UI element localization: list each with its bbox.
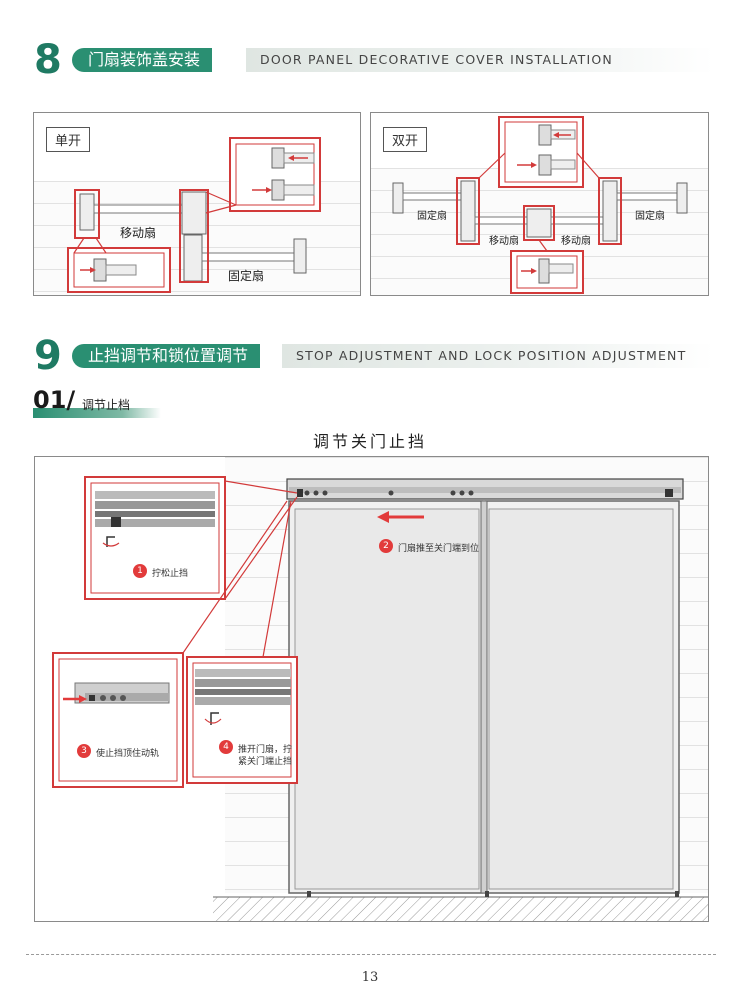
section-8-title-en: DOOR PANEL DECORATIVE COVER INSTALLATION bbox=[246, 48, 714, 72]
fixed-panel-label-right: 固定扇 bbox=[635, 211, 665, 222]
page-number: 13 bbox=[361, 970, 379, 985]
section-9-number: 9 bbox=[34, 333, 62, 379]
section-8-title: 门扇装饰盖安装 bbox=[72, 48, 213, 72]
moving-panel-label: 移动扇 bbox=[120, 226, 157, 240]
moving-panel-label-right: 移动扇 bbox=[561, 236, 591, 247]
figure-title: 调节关门止挡 bbox=[312, 432, 427, 451]
moving-panel-label-left: 移动扇 bbox=[489, 236, 519, 247]
step-4-badge: 4 bbox=[219, 740, 233, 754]
single-opening-drawing bbox=[67, 137, 321, 293]
section-9-title-en: STOP ADJUSTMENT AND LOCK POSITION ADJUST… bbox=[282, 344, 714, 368]
step-2-text: 门扇推至关门端到位 bbox=[398, 544, 480, 554]
step-3-text: 使止挡顶住动轨 bbox=[96, 749, 160, 759]
subheading-number: 01/ bbox=[33, 386, 76, 414]
stop-adjustment-figure: 1 拧松止挡 2 门扇推至关门端到位 3 使止挡顶住动轨 4 推开门扇，拧 紧关… bbox=[34, 456, 709, 922]
double-opening-diagram: 双开 固定扇 固定扇 移动扇 移动扇 bbox=[370, 112, 709, 296]
step-2-badge: 2 bbox=[379, 539, 393, 553]
step-1-text: 拧松止挡 bbox=[152, 569, 189, 579]
footer-divider bbox=[26, 954, 716, 955]
single-opening-diagram: 单开 移动扇 固定扇 bbox=[33, 112, 361, 296]
subheading-underline bbox=[33, 408, 161, 418]
step-4-text-line1: 推开门扇，拧 bbox=[238, 745, 293, 755]
double-opening-drawing bbox=[392, 116, 688, 294]
door-drawing bbox=[52, 476, 708, 921]
subheading-title: 调节止档 bbox=[82, 398, 131, 412]
section-9-title: 止挡调节和锁位置调节 bbox=[72, 344, 261, 368]
fixed-panel-label-left: 固定扇 bbox=[417, 211, 447, 222]
single-opening-tag: 单开 bbox=[46, 127, 91, 152]
double-opening-tag: 双开 bbox=[383, 127, 428, 152]
fixed-panel-label: 固定扇 bbox=[228, 269, 265, 283]
step-1-badge: 1 bbox=[133, 564, 147, 578]
step-4-text-line2: 紧关门端止挡 bbox=[238, 757, 293, 767]
section-8-number: 8 bbox=[34, 37, 62, 83]
step-3-badge: 3 bbox=[77, 744, 91, 758]
